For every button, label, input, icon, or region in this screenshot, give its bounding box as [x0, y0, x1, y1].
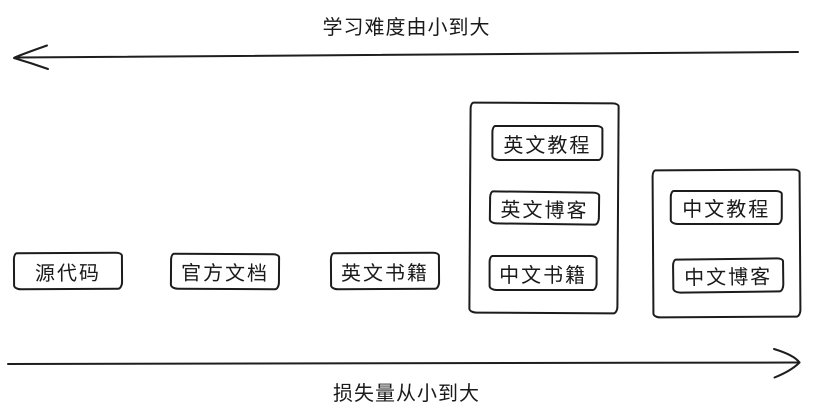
node-chinese-books: 中文书籍 [488, 254, 598, 291]
left-arrowhead-lower-stroke [13, 57, 49, 70]
node-chinese-blogs: 中文博客 [671, 257, 785, 294]
node-label: 官方文档 [180, 262, 270, 286]
right-arrow [7, 348, 801, 379]
left-arrow [13, 44, 799, 70]
node-label: 中文博客 [684, 266, 773, 290]
top-axis-label: 学习难度由小到大 [322, 17, 491, 39]
node-label: 英文教程 [503, 134, 592, 157]
node-label: 中文书籍 [499, 264, 588, 287]
left-arrowhead-upper-stroke [13, 44, 48, 59]
node-label: 英文书籍 [340, 262, 430, 285]
node-label: 中文教程 [682, 199, 771, 222]
right-arrowhead-lower-stroke [773, 361, 801, 379]
right-arrowhead-upper-stroke [773, 348, 801, 364]
node-english-blogs: 英文博客 [488, 190, 601, 226]
node-english-tutorials: 英文教程 [491, 125, 604, 162]
right-arrow-shaft [7, 361, 799, 365]
node-english-books: 英文书籍 [329, 251, 441, 291]
node-label: 源代码 [34, 262, 102, 285]
group-box-english-mixed: 英文教程 英文博客 中文书籍 [468, 101, 620, 315]
node-label: 英文博客 [500, 198, 589, 223]
node-chinese-tutorials: 中文教程 [669, 190, 783, 226]
node-source-code: 源代码 [12, 251, 124, 291]
bottom-axis-label: 损失量从小到大 [333, 383, 480, 405]
node-official-docs: 官方文档 [169, 252, 281, 291]
left-arrow-shaft [15, 51, 799, 59]
group-box-chinese: 中文教程 中文博客 [651, 168, 802, 319]
